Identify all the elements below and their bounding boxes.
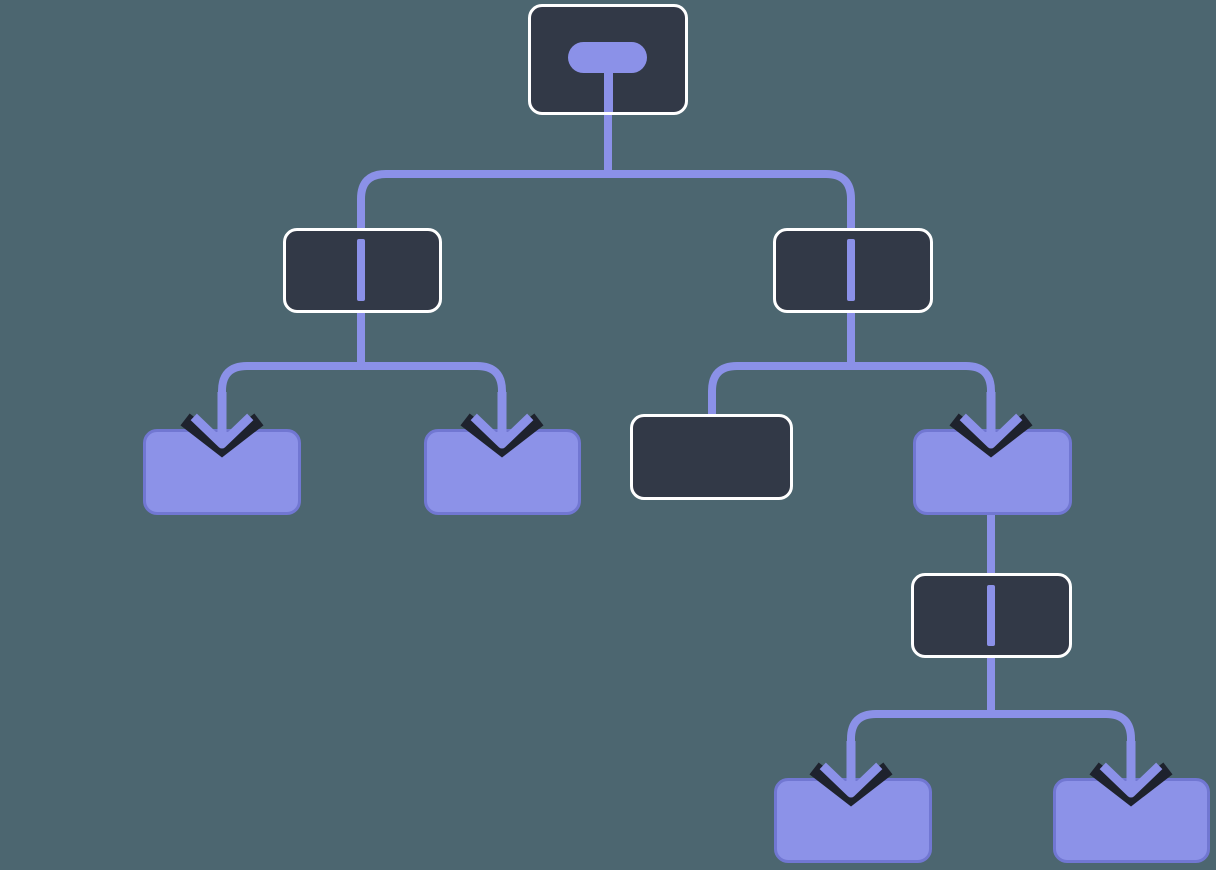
chevron-down-arrow-icon	[1089, 741, 1173, 807]
vertical-line-icon	[987, 585, 995, 646]
vertical-line-icon	[357, 239, 365, 301]
chevron-down-arrow-icon	[809, 741, 893, 807]
vertical-line-icon	[847, 239, 855, 301]
node-connector-left[interactable]	[283, 228, 442, 313]
pill-stem-icon	[604, 67, 613, 112]
chevron-down-arrow-icon	[180, 392, 264, 458]
chevron-down-arrow-icon	[949, 392, 1033, 458]
node-connector-bottom[interactable]	[911, 573, 1072, 658]
node-box-right-child[interactable]	[630, 414, 793, 500]
edge-root-split[interactable]	[357, 170, 855, 228]
edge-right-split[interactable]	[708, 362, 995, 434]
node-connector-right[interactable]	[773, 228, 933, 313]
chevron-down-arrow-icon	[460, 392, 544, 458]
node-root[interactable]	[528, 4, 688, 115]
edge-left-split[interactable]	[218, 362, 506, 434]
edge-bottom-split[interactable]	[847, 710, 1135, 783]
